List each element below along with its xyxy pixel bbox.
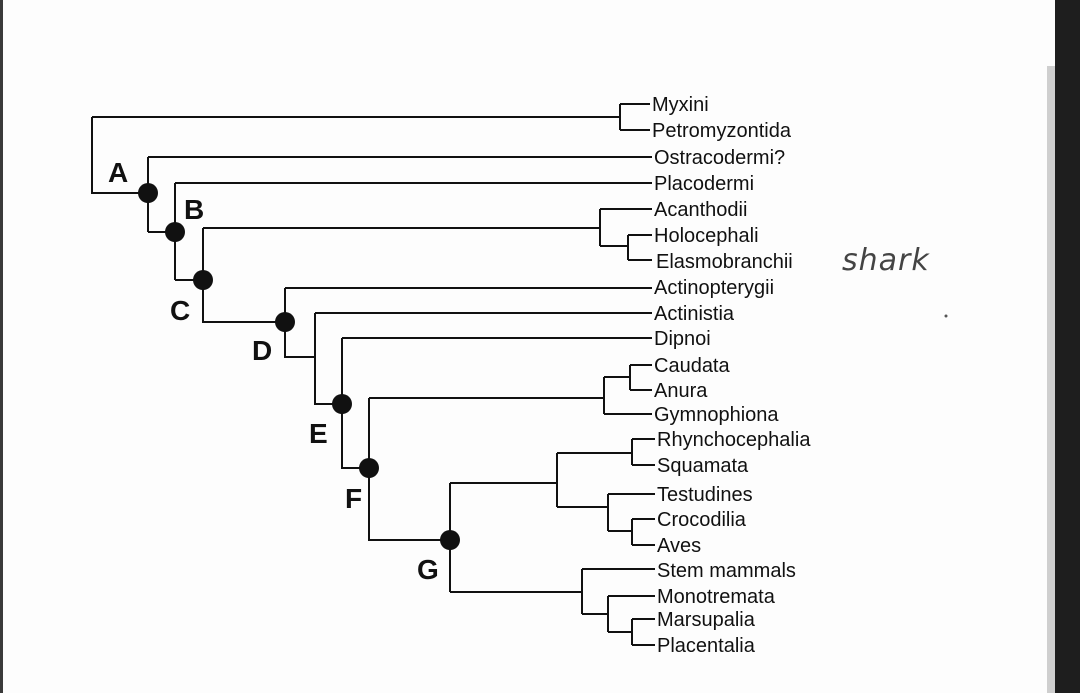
page-left-edge xyxy=(0,0,3,693)
node-label-c: C xyxy=(170,295,190,326)
node-dot-b xyxy=(165,222,185,242)
node-label-a: A xyxy=(108,157,128,188)
taxon-caudata: Caudata xyxy=(654,355,730,377)
taxon-monotremata: Monotremata xyxy=(657,586,776,608)
node-dot-e xyxy=(332,394,352,414)
node-label-f: F xyxy=(345,483,362,514)
taxon-crocodilia: Crocodilia xyxy=(657,509,747,531)
node-labels: A B C D E F G xyxy=(108,157,439,585)
taxon-petromyzontida: Petromyzontida xyxy=(652,120,792,142)
taxon-actinistia: Actinistia xyxy=(654,303,735,325)
taxon-placentalia: Placentalia xyxy=(657,635,756,657)
node-label-g: G xyxy=(417,554,439,585)
taxon-actinopterygii: Actinopterygii xyxy=(654,277,774,299)
taxon-acanthodii: Acanthodii xyxy=(654,199,747,221)
taxon-stem-mammals: Stem mammals xyxy=(657,560,796,582)
node-markers xyxy=(138,183,460,550)
taxon-dipnoi: Dipnoi xyxy=(654,328,711,350)
node-dot-d xyxy=(275,312,295,332)
node-label-e: E xyxy=(309,418,328,449)
taxon-placodermi: Placodermi xyxy=(654,173,754,195)
cladogram-branches xyxy=(91,103,655,646)
taxon-rhynchocephalia: Rhynchocephalia xyxy=(657,429,811,451)
taxon-marsupalia: Marsupalia xyxy=(657,609,756,631)
taxon-holocephali: Holocephali xyxy=(654,225,759,247)
node-dot-f xyxy=(359,458,379,478)
node-dot-a xyxy=(138,183,158,203)
taxon-gymnophiona: Gymnophiona xyxy=(654,404,779,426)
taxon-testudines: Testudines xyxy=(657,484,753,506)
taxon-labels: Myxini Petromyzontida Ostracodermi? Plac… xyxy=(652,94,811,657)
handwritten-annotation: shark xyxy=(842,243,930,278)
stray-mark xyxy=(944,314,948,318)
taxon-anura: Anura xyxy=(654,380,708,402)
taxon-aves: Aves xyxy=(657,535,701,557)
page-right-shadow xyxy=(1047,66,1055,693)
node-dot-c xyxy=(193,270,213,290)
node-label-b: B xyxy=(184,194,204,225)
worksheet-page xyxy=(0,0,1055,693)
node-label-d: D xyxy=(252,335,272,366)
node-dot-g xyxy=(440,530,460,550)
taxon-squamata: Squamata xyxy=(657,455,749,477)
taxon-elasmobranchii: Elasmobranchii xyxy=(656,251,793,273)
page-right-edge xyxy=(1055,0,1080,693)
taxon-myxini: Myxini xyxy=(652,94,709,116)
taxon-ostracodermi: Ostracodermi? xyxy=(654,147,785,169)
